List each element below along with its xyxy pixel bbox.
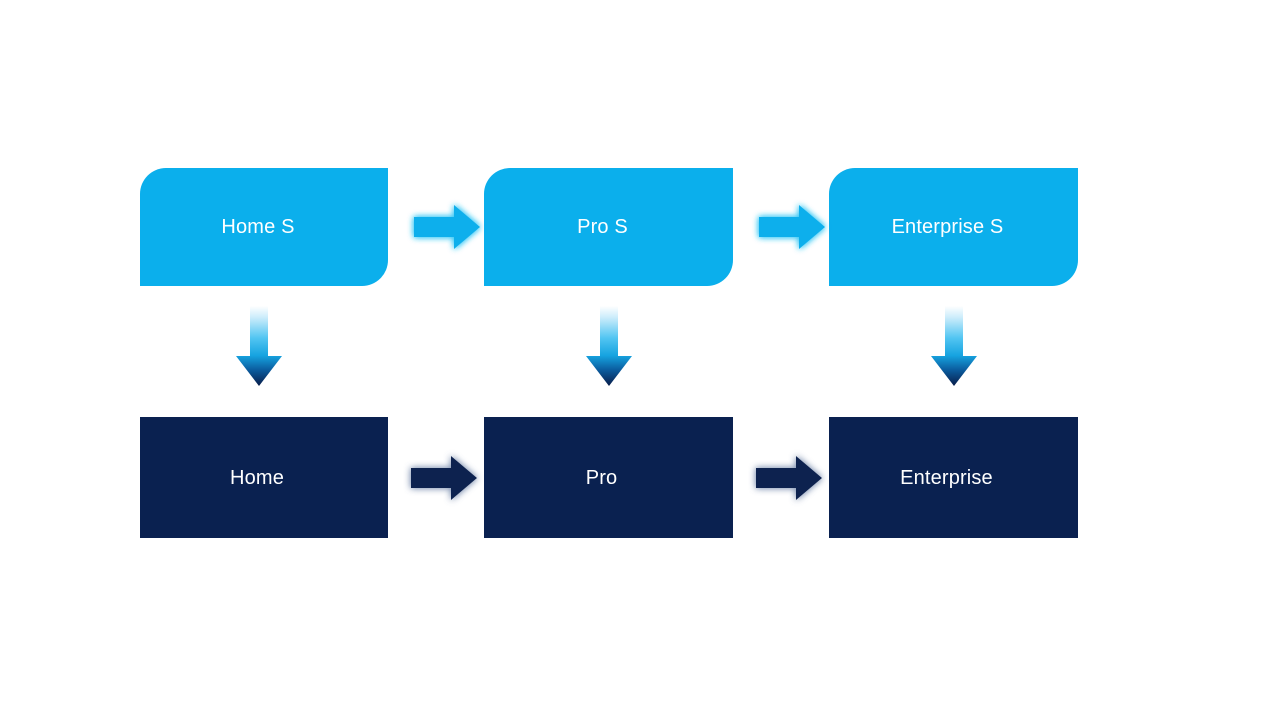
down-arrow-icon bbox=[236, 306, 282, 386]
node-home[interactable]: Home bbox=[140, 417, 388, 538]
node-label: Enterprise S bbox=[891, 216, 1004, 238]
connector-pro-s-to-pro[interactable] bbox=[578, 306, 640, 392]
node-pro-s[interactable]: Pro S bbox=[484, 168, 733, 286]
node-enterprise[interactable]: Enterprise bbox=[829, 417, 1078, 538]
connector-home-s-to-home[interactable] bbox=[228, 306, 290, 392]
node-pro[interactable]: Pro bbox=[484, 417, 733, 538]
node-label: Enterprise bbox=[900, 466, 993, 489]
connector-pro-to-enterprise[interactable] bbox=[746, 447, 830, 509]
node-label: Home bbox=[230, 466, 284, 489]
node-label: Pro bbox=[585, 466, 618, 489]
connector-home-s-to-pro-s[interactable] bbox=[404, 196, 488, 258]
right-arrow-icon bbox=[756, 456, 822, 500]
connector-pro-s-to-enterprise-s[interactable] bbox=[749, 196, 833, 258]
node-enterprise-s[interactable]: Enterprise S bbox=[829, 168, 1078, 286]
connector-enterprise-s-to-enterprise[interactable] bbox=[923, 306, 985, 392]
right-arrow-icon bbox=[414, 205, 480, 249]
node-label: Home S bbox=[221, 216, 295, 238]
node-home-s[interactable]: Home S bbox=[140, 168, 388, 286]
connector-home-to-pro[interactable] bbox=[401, 447, 485, 509]
right-arrow-icon bbox=[411, 456, 477, 500]
down-arrow-icon bbox=[931, 306, 977, 386]
down-arrow-icon bbox=[586, 306, 632, 386]
node-label: Pro S bbox=[577, 216, 628, 238]
right-arrow-icon bbox=[759, 205, 825, 249]
